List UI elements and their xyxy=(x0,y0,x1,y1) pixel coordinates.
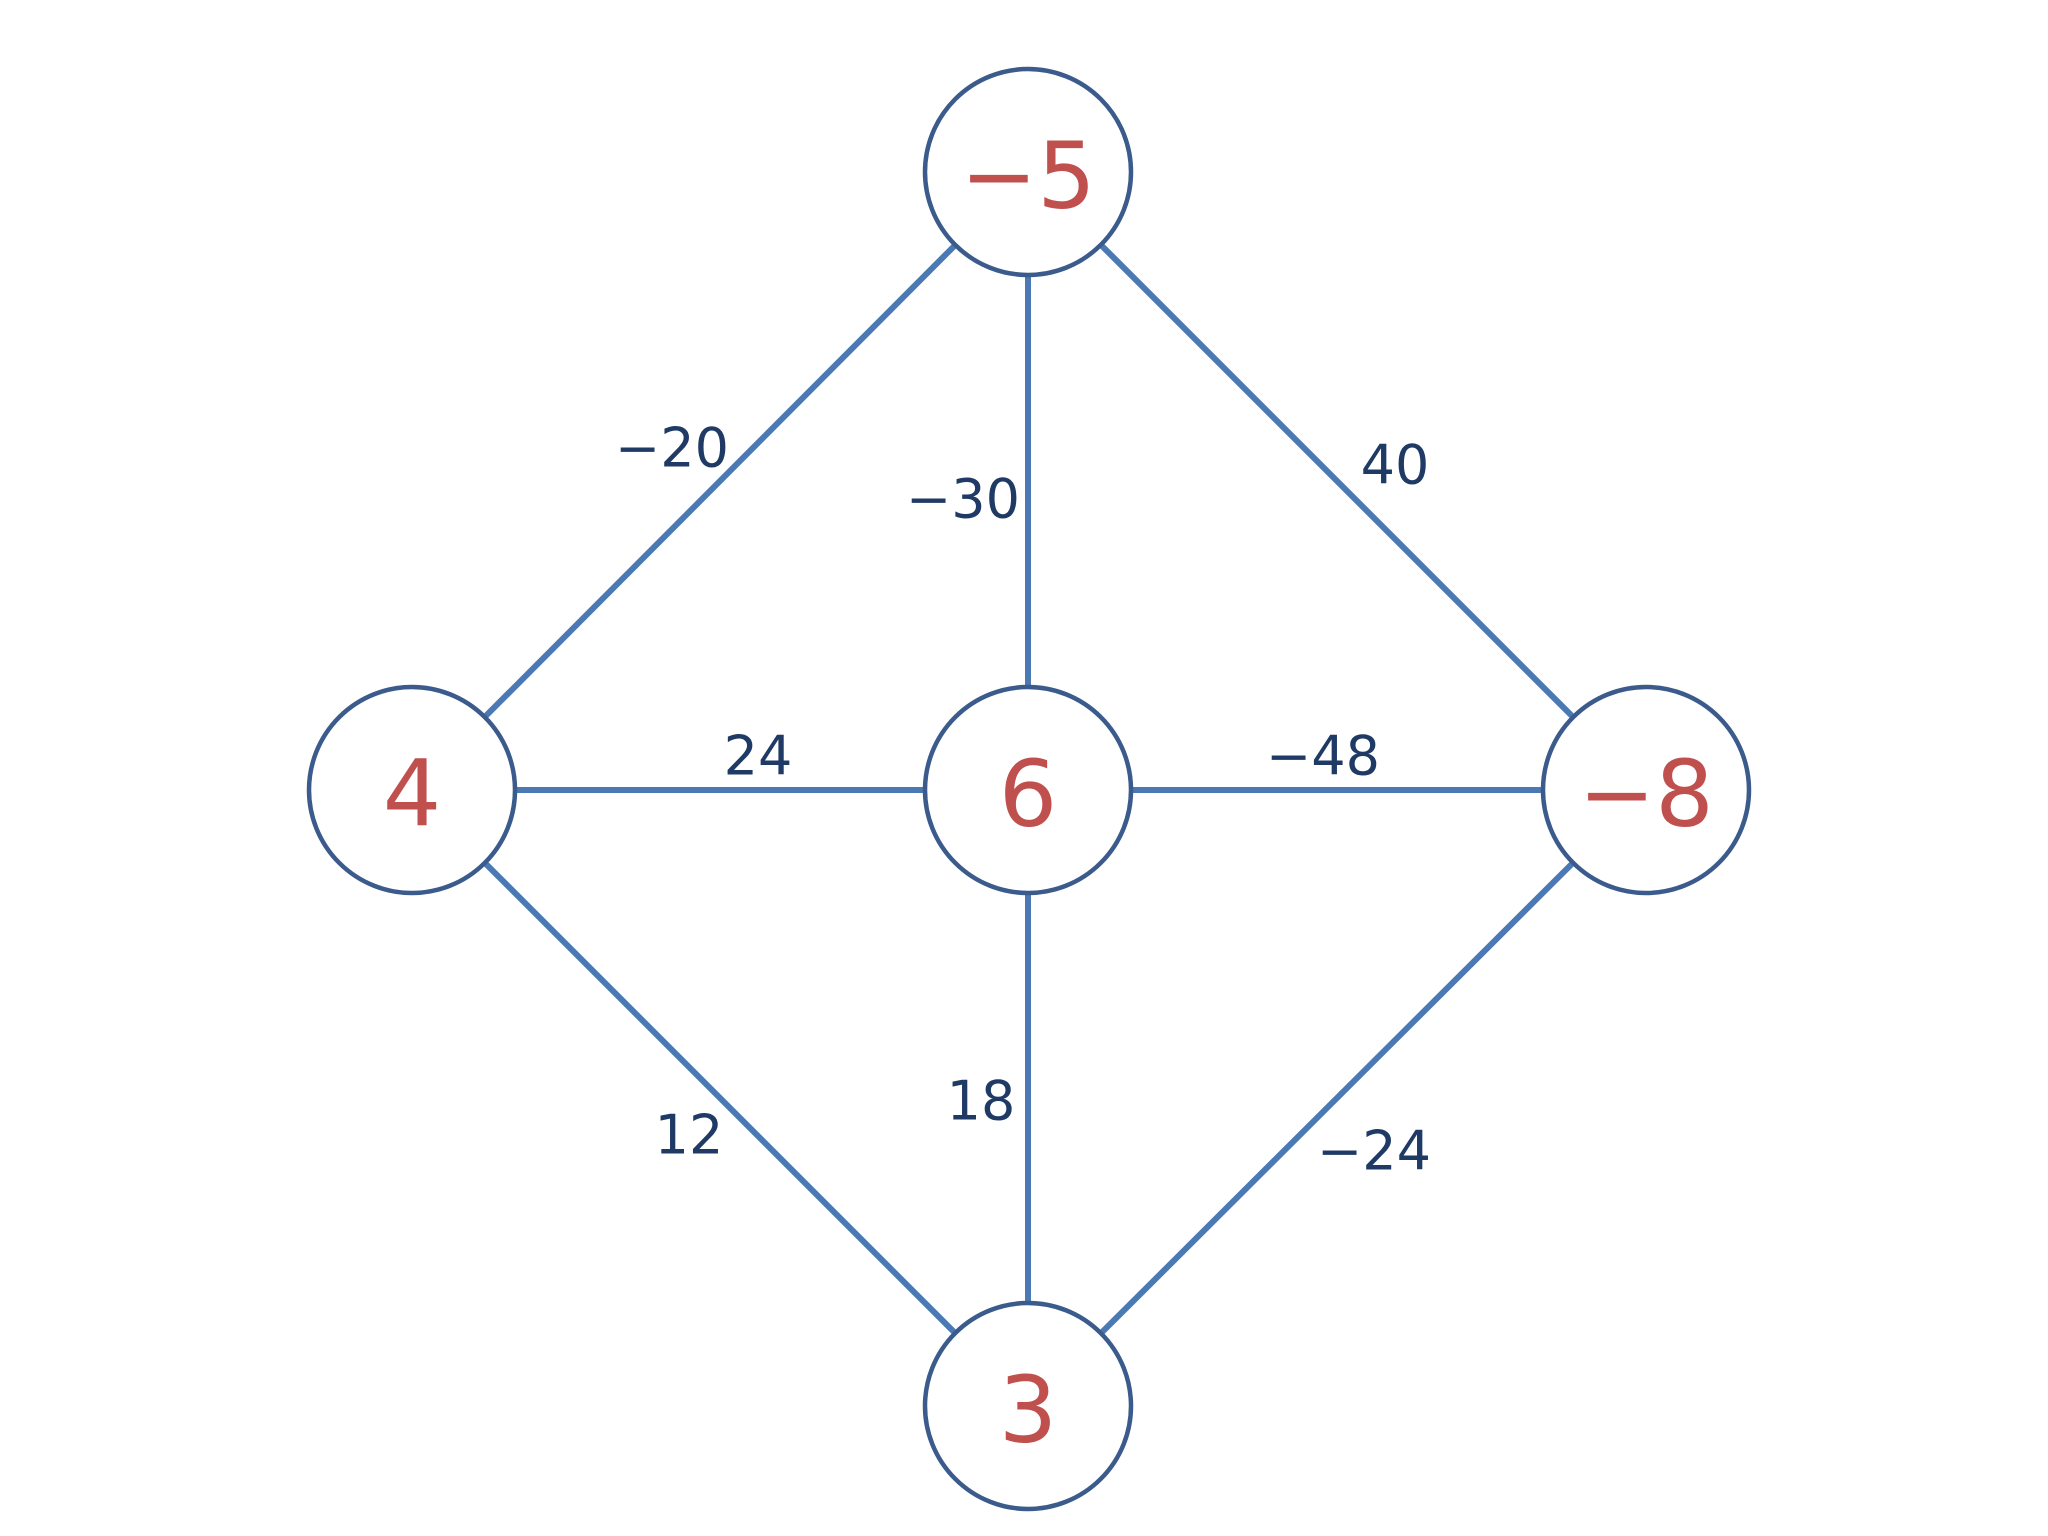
nodes-layer: −5 4 6 −8 3 xyxy=(306,66,1752,1512)
edge-weight-top-right: 40 xyxy=(1361,434,1430,497)
edge-weight-top-center: −30 xyxy=(906,468,1020,531)
node-circle-left xyxy=(306,684,518,896)
node-value-top: −5 xyxy=(960,123,1096,230)
node-value-center: 6 xyxy=(999,741,1058,848)
node-top: −5 xyxy=(922,66,1134,278)
edge-weight-top-left: −20 xyxy=(615,417,729,480)
edge-left-bottom xyxy=(482,860,958,1336)
node-value-right: −8 xyxy=(1578,741,1714,848)
node-center: 6 xyxy=(922,684,1134,896)
node-left: 4 xyxy=(306,684,518,896)
edge-right-bottom xyxy=(1098,860,1576,1336)
node-circle-top xyxy=(922,66,1134,278)
node-circle-right xyxy=(1540,684,1752,896)
edge-weight-center-right: −48 xyxy=(1266,725,1380,788)
edge-weight-left-center: 24 xyxy=(724,725,793,788)
edge-labels-layer: −20 −30 40 24 −48 12 18 −24 xyxy=(615,417,1431,1183)
node-value-bottom: 3 xyxy=(999,1357,1058,1464)
node-circle-bottom xyxy=(922,1300,1134,1512)
edge-weight-right-bottom: −24 xyxy=(1317,1120,1431,1183)
node-right: −8 xyxy=(1540,684,1752,896)
node-value-left: 4 xyxy=(383,741,442,848)
node-bottom: 3 xyxy=(922,1300,1134,1512)
edge-weight-center-bottom: 18 xyxy=(947,1070,1016,1133)
edge-top-right xyxy=(1098,242,1576,720)
edge-top-left xyxy=(482,242,958,720)
node-circle-center xyxy=(922,684,1134,896)
edges-layer xyxy=(482,242,1576,1336)
edge-weight-left-bottom: 12 xyxy=(655,1104,724,1167)
